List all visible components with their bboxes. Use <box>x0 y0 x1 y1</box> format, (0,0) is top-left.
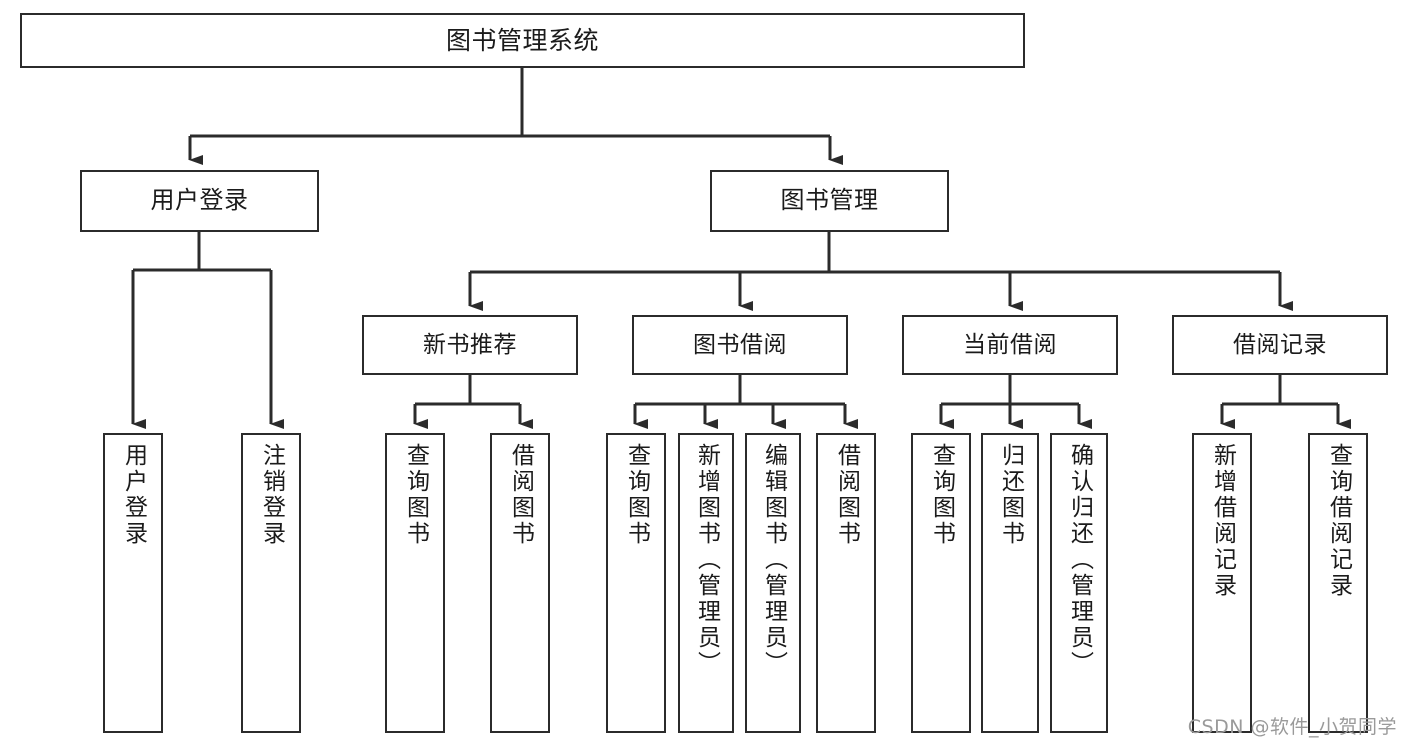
node-label: 借阅图书 <box>833 443 860 547</box>
node-label: 编辑图书（管理员） <box>760 443 787 677</box>
node-label: 当前借阅 <box>963 331 1057 358</box>
node-label: 归还图书 <box>997 443 1024 547</box>
node-book-management[interactable]: 图书管理 <box>710 170 949 232</box>
node-book-borrow[interactable]: 图书借阅 <box>632 315 848 375</box>
node-user-login[interactable]: 用户登录 <box>80 170 319 232</box>
leaf-current-return-book[interactable]: 归还图书 <box>981 433 1039 733</box>
leaf-borrow-query-book[interactable]: 查询图书 <box>606 433 666 733</box>
node-label: 借阅图书 <box>507 443 534 547</box>
node-borrow-record[interactable]: 借阅记录 <box>1172 315 1388 375</box>
node-current-borrow[interactable]: 当前借阅 <box>902 315 1118 375</box>
node-label: 查询借阅记录 <box>1325 443 1352 599</box>
leaf-user-login-signout[interactable]: 注销登录 <box>241 433 301 733</box>
watermark-text: CSDN @软件_小贺同学 <box>1187 716 1397 738</box>
node-label: 图书管理系统 <box>445 26 599 55</box>
leaf-borrow-add-book-admin[interactable]: 新增图书（管理员） <box>678 433 734 733</box>
leaf-recommend-borrow-book[interactable]: 借阅图书 <box>490 433 550 733</box>
node-label: 查询图书 <box>623 443 650 547</box>
leaf-record-query-record[interactable]: 查询借阅记录 <box>1308 433 1368 733</box>
node-label: 图书管理 <box>780 186 879 215</box>
node-label: 确认归还（管理员） <box>1066 443 1093 677</box>
leaf-recommend-query-book[interactable]: 查询图书 <box>385 433 445 733</box>
node-label: 借阅记录 <box>1233 331 1327 358</box>
leaf-record-add-record[interactable]: 新增借阅记录 <box>1192 433 1252 733</box>
node-label: 图书借阅 <box>693 331 787 358</box>
node-label: 新书推荐 <box>423 331 517 358</box>
leaf-borrow-borrow-book[interactable]: 借阅图书 <box>816 433 876 733</box>
leaf-current-confirm-return-admin[interactable]: 确认归还（管理员） <box>1050 433 1108 733</box>
node-new-book-recommend[interactable]: 新书推荐 <box>362 315 578 375</box>
node-root-system[interactable]: 图书管理系统 <box>20 13 1025 68</box>
leaf-current-query-book[interactable]: 查询图书 <box>911 433 971 733</box>
node-label: 用户登录 <box>120 443 147 547</box>
leaf-user-login-signin[interactable]: 用户登录 <box>103 433 163 733</box>
node-label: 查询图书 <box>928 443 955 547</box>
node-label: 用户登录 <box>150 186 249 215</box>
node-label: 查询图书 <box>402 443 429 547</box>
node-label: 注销登录 <box>258 443 285 547</box>
node-label: 新增图书（管理员） <box>693 443 720 677</box>
leaf-borrow-edit-book-admin[interactable]: 编辑图书（管理员） <box>745 433 801 733</box>
node-label: 新增借阅记录 <box>1209 443 1236 599</box>
